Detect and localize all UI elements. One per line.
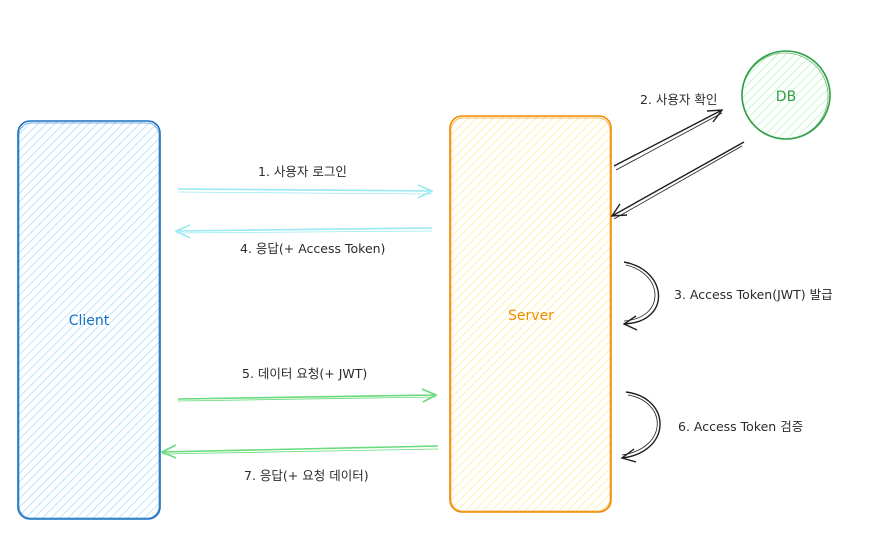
edge-login xyxy=(177,184,434,199)
edge-response-token-label: 4. 응답(+ Access Token) xyxy=(240,241,385,256)
db-node: DB xyxy=(741,50,831,140)
client-label: Client xyxy=(69,313,110,329)
edge-issue-token-label: 3. Access Token(JWT) 발급 xyxy=(674,287,833,302)
edge-user-verify xyxy=(613,109,724,171)
db-label: DB xyxy=(776,89,796,105)
server-label: Server xyxy=(508,308,554,324)
server-node: Server xyxy=(449,115,612,513)
edge-data-request-label: 5. 데이터 요청(+ JWT) xyxy=(242,366,367,381)
edge-issue-token xyxy=(622,261,660,331)
edge-data-request xyxy=(177,388,438,403)
edge-response-data xyxy=(160,444,439,459)
edge-login-label: 1. 사용자 로그인 xyxy=(258,164,347,179)
edge-verify-token xyxy=(620,391,661,463)
client-node: Client xyxy=(17,120,161,520)
edge-response-token xyxy=(174,224,433,239)
edge-response-data-label: 7. 응답(+ 요청 데이터) xyxy=(244,468,369,483)
edge-db-return xyxy=(610,141,745,220)
edge-verify-token-label: 6. Access Token 검증 xyxy=(678,419,803,434)
edge-user-verify-label: 2. 사용자 확인 xyxy=(640,92,717,107)
